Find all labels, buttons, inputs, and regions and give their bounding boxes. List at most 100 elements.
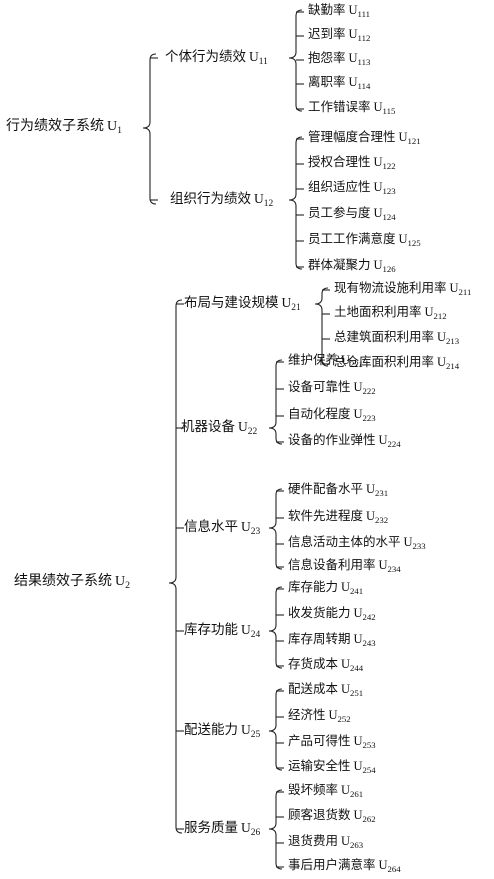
leaf-node-1-2-3-code-subscript: 123	[382, 186, 396, 197]
group-node-1-1-code-subscript: 11	[258, 56, 268, 67]
root-node-1-text: 行为绩效子系统	[6, 118, 104, 135]
leaf-node-2-1-3-code: U	[437, 330, 447, 345]
group-node-1-1-text: 个体行为绩效	[165, 48, 246, 65]
leaf-node-2-1-4-code-subscript: 214	[446, 361, 460, 372]
leaf-node-2-6-4-text: 事后用户满意率	[288, 857, 376, 873]
leaf-node-2-3-1-code: U	[366, 482, 376, 497]
leaf-node-1-1-4-text: 离职率	[308, 74, 346, 90]
group-node-1-1-code: U	[249, 48, 259, 64]
leaf-node-2-4-2-code: U	[353, 606, 363, 621]
group-node-2-6-code: U	[241, 819, 251, 835]
group-node-2-5-code: U	[241, 721, 251, 737]
leaf-node-2-2-4-text: 设备的作业弹性	[288, 432, 376, 448]
leaf-node-2-4-3-code: U	[353, 632, 363, 647]
leaf-node-1-2-5-code-subscript: 125	[407, 238, 421, 249]
root-node-2-text: 结果绩效子系统	[14, 573, 112, 590]
leaf-node-2-4-4-code-subscript: 244	[350, 663, 364, 674]
leaf-node-2-2-1-code-subscript: 221	[350, 359, 364, 370]
group-node-2-5-text: 配送能力	[184, 721, 238, 738]
leaf-node-2-3-2-code-subscript: 232	[375, 515, 389, 526]
leaf-node-2-4-4-text: 存货成本	[288, 656, 339, 672]
group-node-1-2-code: U	[254, 190, 264, 206]
leaf-node-2-1-2-code-subscript: 212	[433, 311, 447, 322]
leaf-node-2-3-3-text: 信息活动主体的水平	[288, 534, 401, 550]
leaf-node-1-2-3-text: 组织适应性	[308, 179, 371, 195]
leaf-node-1-1-5-code-subscript: 115	[382, 106, 396, 117]
leaf-node-2-5-4-code: U	[353, 759, 363, 774]
root-node-1-code: U	[107, 119, 118, 135]
group-brace-2-3	[268, 488, 283, 570]
group-node-2-3-text: 信息水平	[184, 518, 238, 535]
leaf-node-2-3-1-code-subscript: 231	[375, 488, 389, 499]
group-node-1-2-code-subscript: 12	[263, 198, 274, 209]
leaf-node-2-4-2-text: 收发货能力	[288, 605, 351, 621]
leaf-node-1-2-1-text: 管理幅度合理性	[308, 129, 396, 145]
leaf-node-1-1-4-code-subscript: 114	[357, 81, 371, 92]
group-brace-2-4	[268, 586, 283, 669]
leaf-node-2-5-4-text: 运输安全性	[288, 758, 351, 774]
group-node-2-3-code-subscript: 23	[250, 526, 261, 537]
group-brace-2-5	[268, 688, 283, 771]
leaf-node-2-1-2-code: U	[424, 305, 434, 320]
leaf-node-2-3-4-code-subscript: 234	[387, 564, 401, 575]
leaf-node-1-2-1-code: U	[398, 130, 408, 145]
group-node-2-4-code: U	[241, 621, 251, 637]
group-node-2-5-code-subscript: 25	[250, 729, 261, 740]
leaf-node-1-2-2-code-subscript: 122	[382, 161, 396, 172]
leaf-node-1-1-2-code: U	[348, 27, 358, 42]
leaf-node-2-3-4-code: U	[378, 558, 388, 573]
leaf-node-2-5-3-code-subscript: 253	[362, 740, 376, 751]
leaf-node-2-1-4-text: 总仓库面积利用率	[334, 354, 435, 370]
leaf-node-2-5-1-text: 配送成本	[288, 681, 339, 697]
leaf-node-1-1-5-text: 工作错误率	[308, 99, 371, 115]
leaf-node-2-2-2-text: 设备可靠性	[288, 379, 351, 395]
leaf-node-2-6-2-code-subscript: 262	[362, 814, 376, 825]
leaf-node-1-1-3-code-subscript: 113	[357, 57, 371, 68]
leaf-node-2-1-3-code-subscript: 213	[446, 336, 460, 347]
group-node-2-2-text: 机器设备	[181, 418, 235, 435]
group-brace-2-1	[314, 287, 329, 367]
leaf-node-2-3-2-code: U	[366, 509, 376, 524]
leaf-node-2-6-4-code: U	[378, 858, 388, 873]
group-node-2-1-code-subscript: 21	[291, 302, 301, 313]
leaf-node-2-1-3-text: 总建筑面积利用率	[334, 329, 435, 345]
leaf-node-2-5-2-code-subscript: 252	[337, 714, 351, 725]
leaf-node-2-2-2-code-subscript: 222	[362, 386, 376, 397]
group-node-2-4-code-subscript: 24	[250, 629, 261, 640]
leaf-node-2-2-1-text: 维护保养	[288, 352, 339, 368]
group-node-2-6-code-subscript: 26	[250, 827, 261, 838]
leaf-node-1-1-3-text: 抱怨率	[308, 50, 346, 66]
leaf-node-1-1-2-code-subscript: 112	[357, 33, 371, 44]
leaf-node-2-2-1-code: U	[341, 353, 351, 368]
group-node-2-1-code: U	[281, 294, 292, 310]
leaf-node-2-5-1-code: U	[341, 682, 351, 697]
leaf-node-1-2-5-text: 员工工作满意度	[308, 231, 396, 247]
